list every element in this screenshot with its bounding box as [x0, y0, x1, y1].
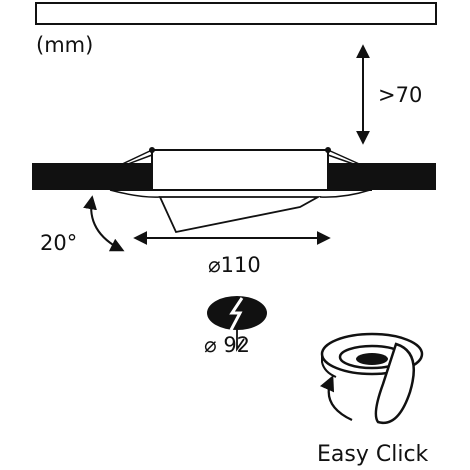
rotate-arrow-icon	[319, 375, 353, 421]
ceiling-strip-icon	[35, 2, 437, 25]
hole-saw-icon	[207, 296, 267, 352]
recessed-luminaire-icon	[32, 147, 436, 234]
easy-click-ring-icon	[320, 332, 424, 425]
easy-click-label: Easy Click	[317, 442, 429, 467]
outer-diameter-label: ⌀110	[208, 253, 261, 277]
depth-label: >70	[378, 83, 422, 107]
tilt-arrow-icon	[83, 195, 125, 252]
unit-label: (mm)	[36, 33, 93, 57]
tilt-angle-label: 20°	[40, 231, 77, 255]
cutout-diameter-label: ⌀ 92	[204, 333, 250, 357]
